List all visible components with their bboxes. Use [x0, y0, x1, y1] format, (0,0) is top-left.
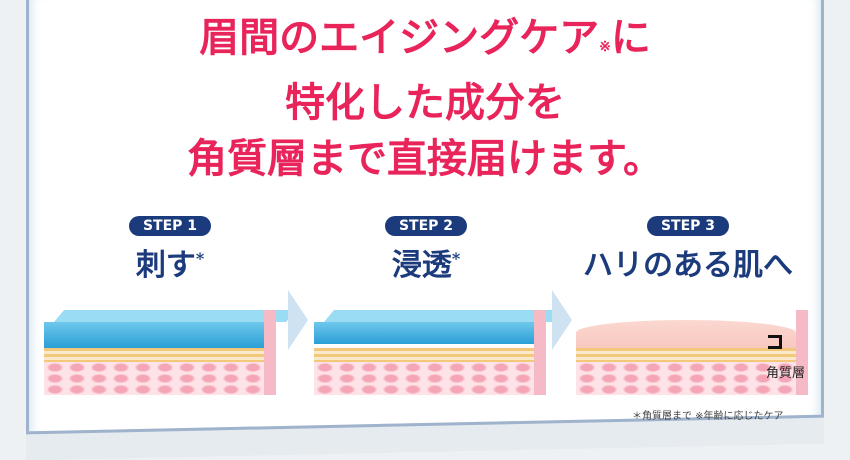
headline-note-mark: ※ [599, 39, 611, 55]
step-label: 浸透* [391, 248, 461, 283]
skin-illustration-pierce [44, 310, 276, 395]
headline-line3: 角質層まで直接届けます。 [187, 135, 663, 182]
step-badge: STEP 2 [384, 216, 468, 236]
footnote: ＊角質層まで ※年齢に応じたケア [632, 411, 784, 422]
headline-line2: 特化した成分を [285, 79, 565, 126]
skin-illustration-firm [576, 310, 808, 395]
headline: 眉間のエイジングケア※に 特化した成分を 角質層まで直接届けます。 [0, 10, 850, 187]
step-label: 刺す* [135, 248, 205, 283]
bracket-icon [768, 335, 782, 349]
skin-illustration-penetrate [314, 310, 546, 395]
arrow-right-icon [552, 290, 572, 350]
step-1: STEP 1 刺す* [40, 215, 300, 284]
stratum-corneum-label: 角質層 [766, 366, 806, 381]
step-badge: STEP 1 [128, 216, 212, 236]
arrow-right-icon [288, 290, 308, 350]
step-badge: STEP 3 [646, 216, 730, 236]
step-label: ハリのある肌へ [583, 248, 793, 283]
step-3: STEP 3 ハリのある肌へ [558, 215, 818, 284]
headline-line1-end: に [610, 14, 651, 61]
step-2: STEP 2 浸透* [296, 215, 556, 284]
headline-line1: 眉間のエイジングケア [199, 14, 600, 61]
